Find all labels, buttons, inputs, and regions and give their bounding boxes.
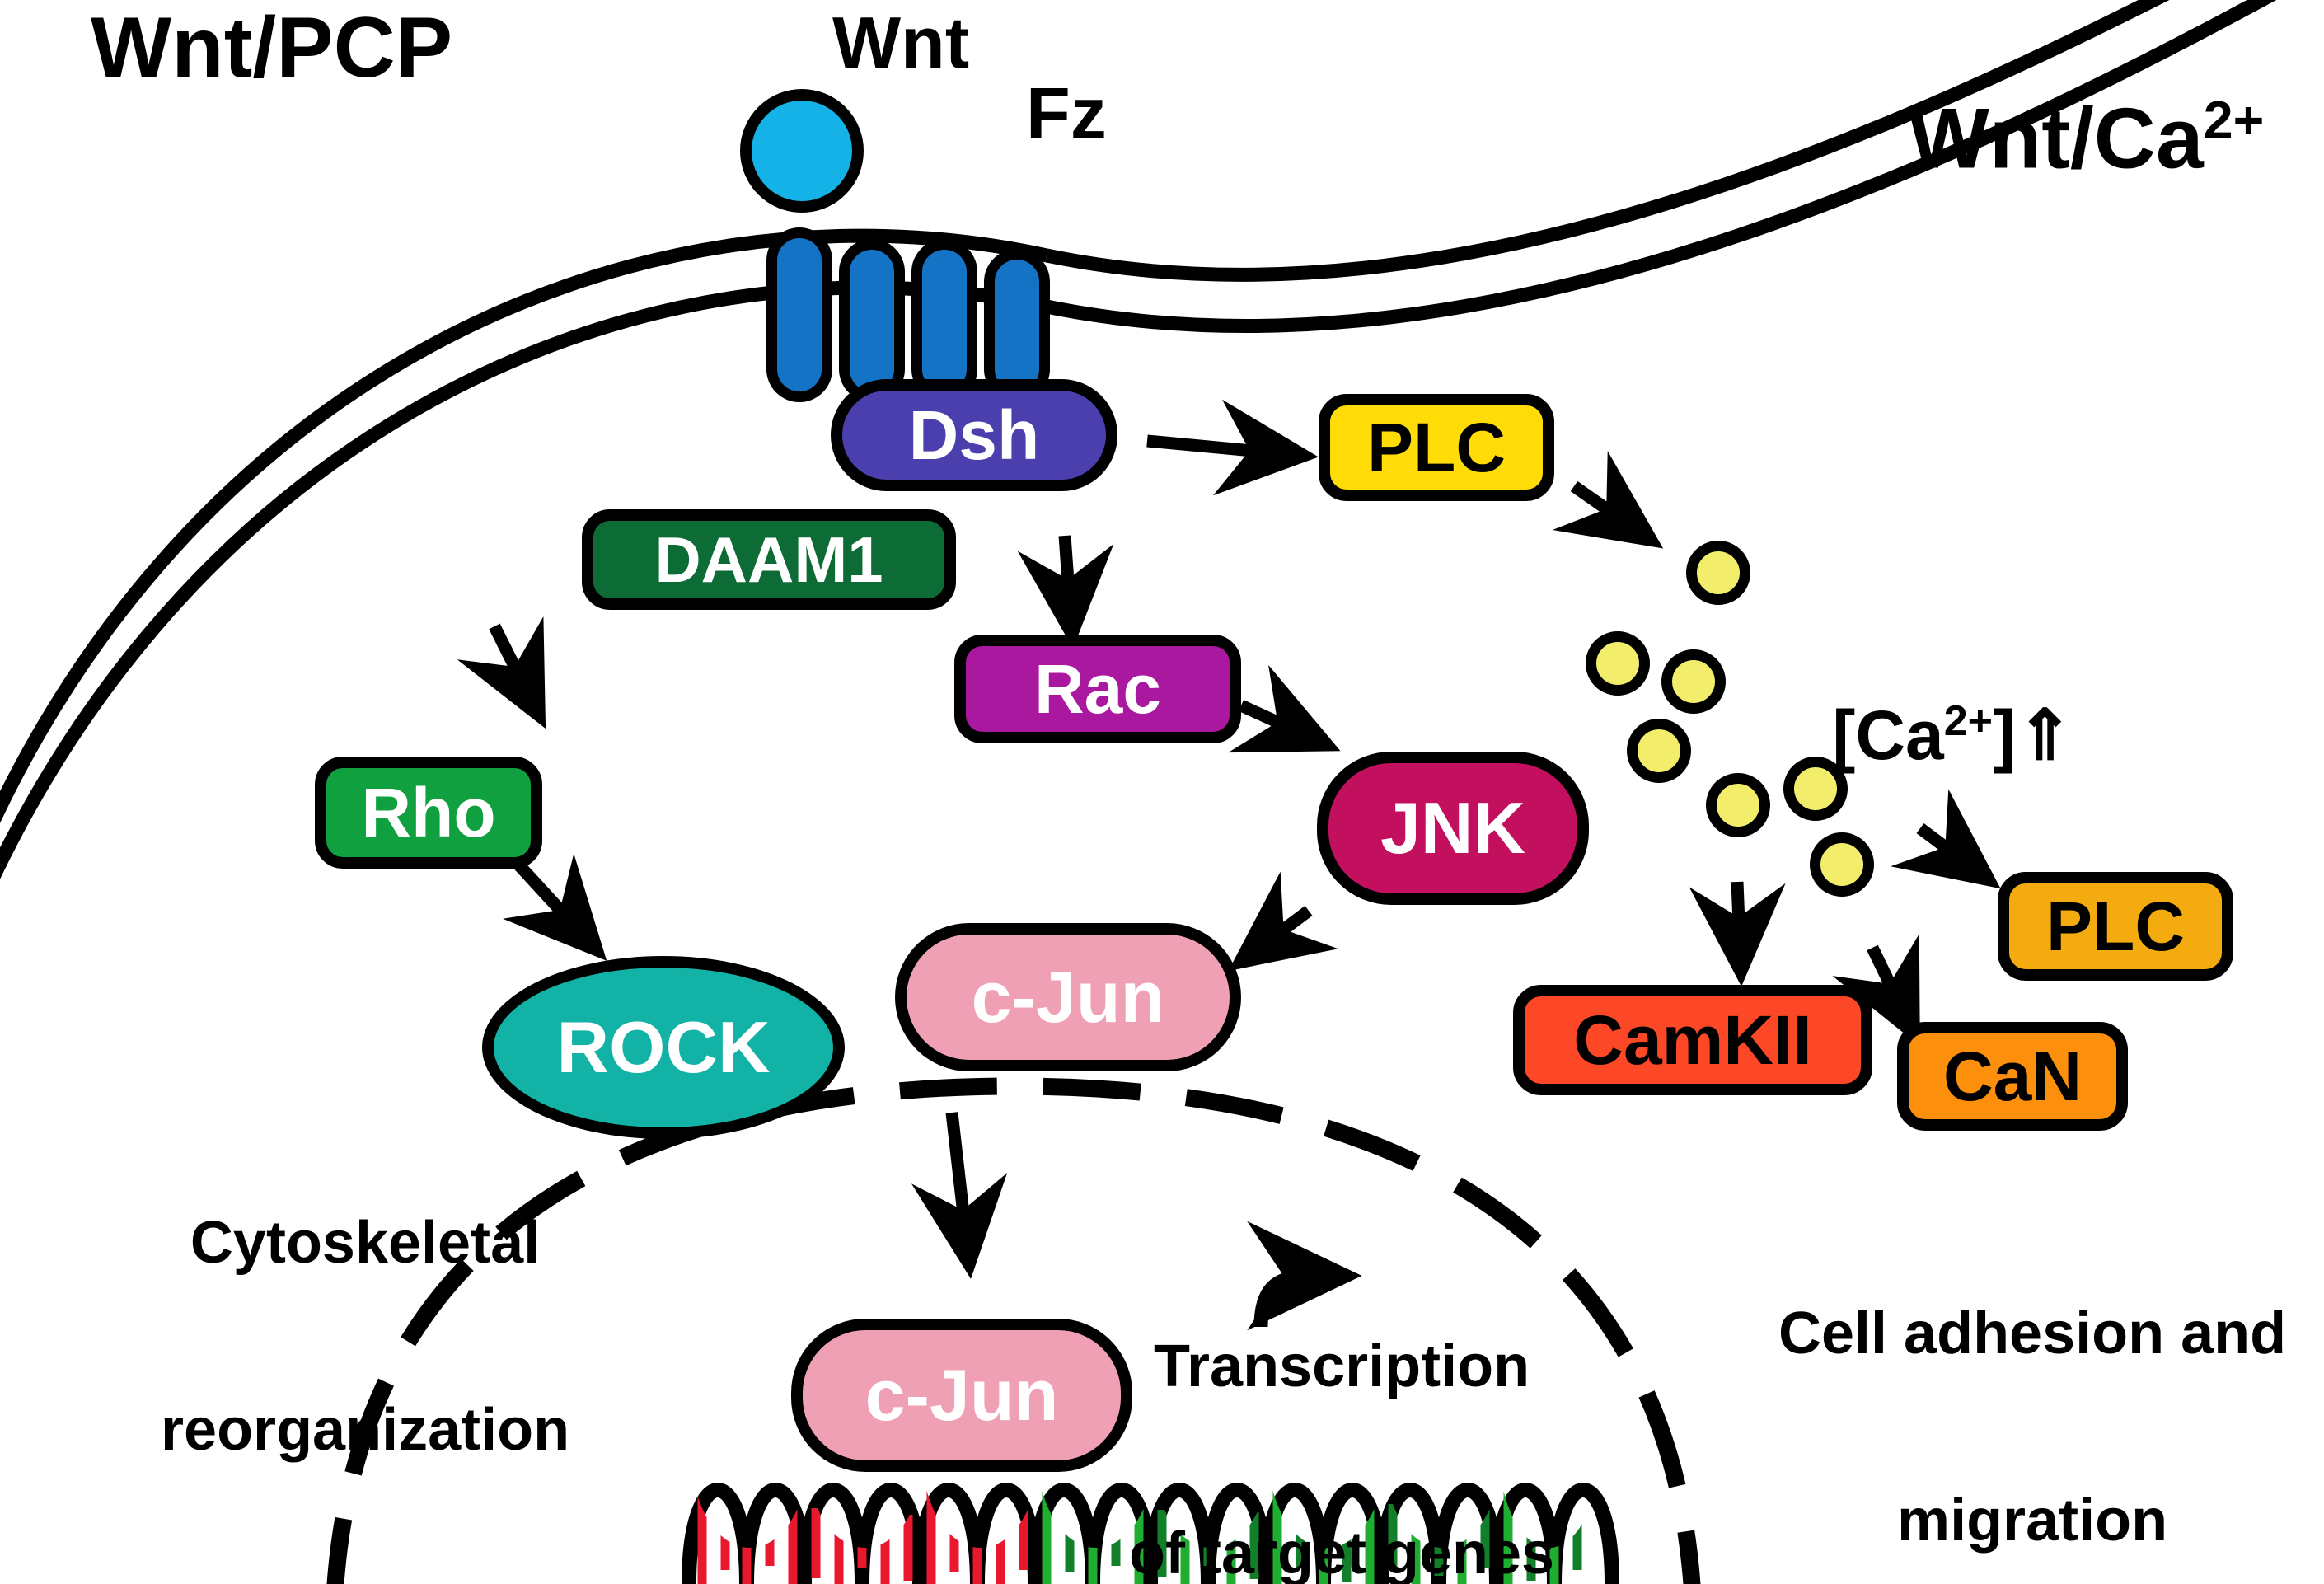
nucleus-boundary xyxy=(326,1077,1701,1584)
node-rac[interactable]: Rac xyxy=(954,635,1241,743)
celladhesion-line-2: migration xyxy=(1897,1487,2168,1554)
calcium-ion xyxy=(1586,631,1650,696)
calcium-ion xyxy=(1661,649,1726,714)
node-rho[interactable]: Rho xyxy=(315,757,542,869)
arrow-rac-to-jnk xyxy=(1228,664,1341,753)
transcription-line-2: of target genes xyxy=(1129,1520,1555,1584)
title-wnt-pcp: Wnt/PCP xyxy=(91,0,453,96)
node-rock-label: ROCK xyxy=(556,1006,771,1088)
node-cjun-cytoplasm-label: c-Jun xyxy=(971,956,1165,1038)
node-cjun-nucleus-label: c-Jun xyxy=(864,1354,1059,1436)
label-cytoskeletal-reorganization: Cytoskeletal reorganization xyxy=(161,1088,569,1584)
node-cjun-cytoplasm[interactable]: c-Jun xyxy=(895,923,1241,1071)
calcium-ion xyxy=(1627,719,1691,783)
wnt-ligand-icon xyxy=(740,89,864,213)
label-wnt-ligand: Wnt xyxy=(832,2,970,83)
node-dsh-label: Dsh xyxy=(908,396,1040,474)
fz-helix-2 xyxy=(839,239,905,402)
node-plc-downstream-label: PLC xyxy=(2046,888,2185,965)
celladhesion-line-1: Cell adhesion and xyxy=(1778,1300,2287,1367)
node-jnk-label: JNK xyxy=(1380,787,1526,869)
label-calcium-concentration: [Ca2+]⇑ xyxy=(1755,626,2073,845)
node-jnk[interactable]: JNK xyxy=(1317,752,1589,905)
title-wnt-ca-base: Wnt/Ca xyxy=(1908,91,2204,187)
cytoskeletal-line-1: Cytoskeletal xyxy=(190,1210,541,1277)
arrow-dsh-to-plc xyxy=(1146,399,1319,496)
calcium-charge-superscript: 2+ xyxy=(1943,697,1994,746)
arrow-dsh-to-rac xyxy=(1017,535,1114,649)
node-daam1-label: DAAM1 xyxy=(654,523,883,596)
node-can-label: CaN xyxy=(1942,1038,2083,1115)
node-daam1[interactable]: DAAM1 xyxy=(582,509,956,610)
title-wnt-ca-superscript: 2+ xyxy=(2203,91,2265,151)
calcium-increase-arrow-icon: ⇑ xyxy=(2016,696,2074,775)
label-fz-receptor: Fz xyxy=(1026,73,1107,154)
arrow-cjun-to-nucleus xyxy=(911,1112,1008,1279)
node-plc-downstream[interactable]: PLC xyxy=(1998,872,2233,981)
node-camkii[interactable]: CamKII xyxy=(1513,985,1872,1095)
pathway-arrows xyxy=(457,399,2001,1279)
calcium-ion xyxy=(1686,541,1750,605)
arrow-calcium-to-plc-amber xyxy=(1891,789,2001,889)
cytoskeletal-line-2: reorganization xyxy=(161,1396,570,1463)
arrow-calcium-to-can xyxy=(1832,934,1920,1047)
label-transcription-of-target-genes: Transcription of target genes xyxy=(1129,1211,1554,1584)
calcium-bracket-close: ] xyxy=(1993,696,2017,775)
node-cjun-nucleus[interactable]: c-Jun xyxy=(791,1319,1132,1472)
node-rho-label: Rho xyxy=(361,774,496,851)
arrow-daam1-to-rho xyxy=(457,616,546,729)
arrow-rho-to-rock xyxy=(503,853,607,961)
calcium-bracket-open: [Ca xyxy=(1832,696,1944,775)
arrow-transcription xyxy=(1247,1221,1362,1331)
arrow-jnk-to-cjun xyxy=(1228,871,1338,972)
node-camkii-label: CamKII xyxy=(1573,1001,1812,1079)
node-can[interactable]: CaN xyxy=(1897,1022,2128,1131)
node-rac-label: Rac xyxy=(1033,650,1162,728)
fz-helix-1 xyxy=(766,227,832,402)
fz-helix-3 xyxy=(911,239,977,402)
arrow-calcium-to-camkii xyxy=(1689,881,1786,986)
label-cell-adhesion-and-migration: Cell adhesion and migration xyxy=(1778,1179,2286,1584)
node-dsh[interactable]: Dsh xyxy=(831,379,1117,491)
node-plc-membrane[interactable]: PLC xyxy=(1319,394,1554,501)
title-wnt-ca: Wnt/Ca2+ xyxy=(1813,3,2265,274)
transcription-line-1: Transcription xyxy=(1154,1333,1530,1400)
arrow-plc-to-calcium xyxy=(1552,451,1664,549)
node-plc-membrane-label: PLC xyxy=(1367,409,1506,486)
fz-helix-4 xyxy=(984,249,1050,402)
